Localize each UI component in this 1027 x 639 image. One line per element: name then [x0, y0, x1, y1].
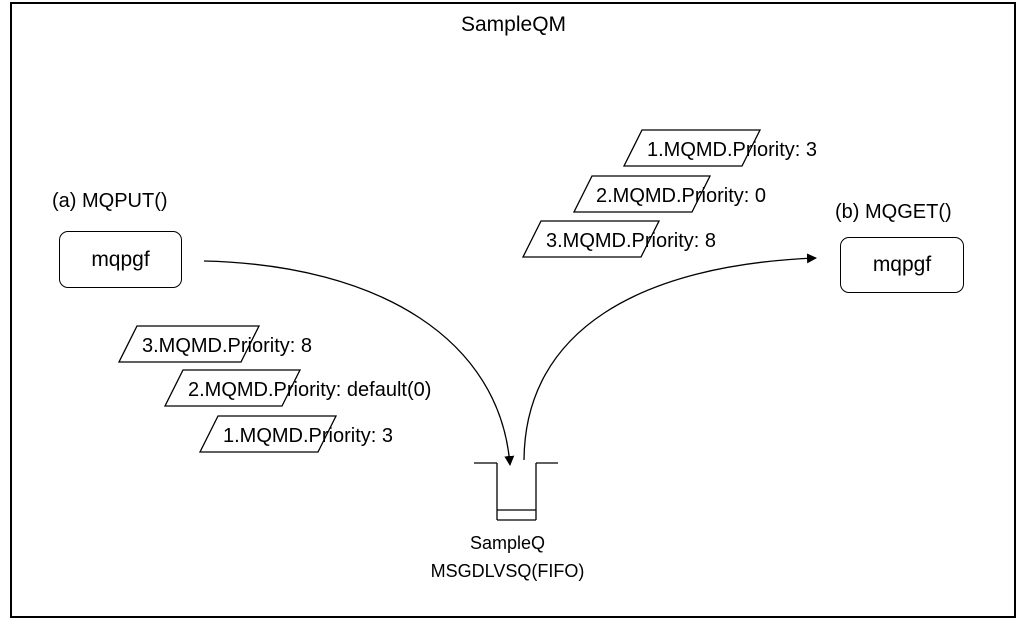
get-message-shape-3 [521, 220, 661, 258]
get-flow-arrow [523, 253, 817, 461]
get-message-shape-2 [572, 175, 712, 213]
get-message-shape-1 [622, 129, 762, 167]
queue-symbol [474, 462, 558, 521]
put-message-shape-3 [117, 325, 261, 363]
put-program-label: mqpgf [91, 247, 150, 271]
get-message-label-3: 3.MQMD.Priority: 8 [546, 230, 717, 252]
get-program-box: mqpgf [840, 237, 964, 293]
get-message-label-2: 2.MQMD.Priority: 0 [596, 185, 767, 207]
put-caption: (a) MQPUT() [52, 190, 168, 212]
put-message-label-3: 3.MQMD.Priority: 8 [142, 335, 313, 357]
put-message-shape-1 [198, 415, 338, 453]
get-caption: (b) MQGET() [835, 201, 952, 223]
put-program-box: mqpgf [59, 231, 182, 288]
queue-manager-frame [10, 2, 1016, 618]
put-message-shape-2 [163, 369, 302, 407]
put-message-label-1: 1.MQMD.Priority: 3 [223, 425, 394, 447]
queue-name: SampleQ [469, 533, 546, 553]
queue-manager-title: SampleQM [460, 13, 567, 36]
get-program-label: mqpgf [872, 253, 932, 276]
get-message-label-1: 1.MQMD.Priority: 3 [647, 139, 818, 161]
put-message-label-2: 2.MQMD.Priority: default(0) [188, 379, 432, 401]
put-flow-arrow [203, 260, 515, 466]
queue-attribute: MSGDLVSQ(FIFO) [430, 561, 585, 581]
